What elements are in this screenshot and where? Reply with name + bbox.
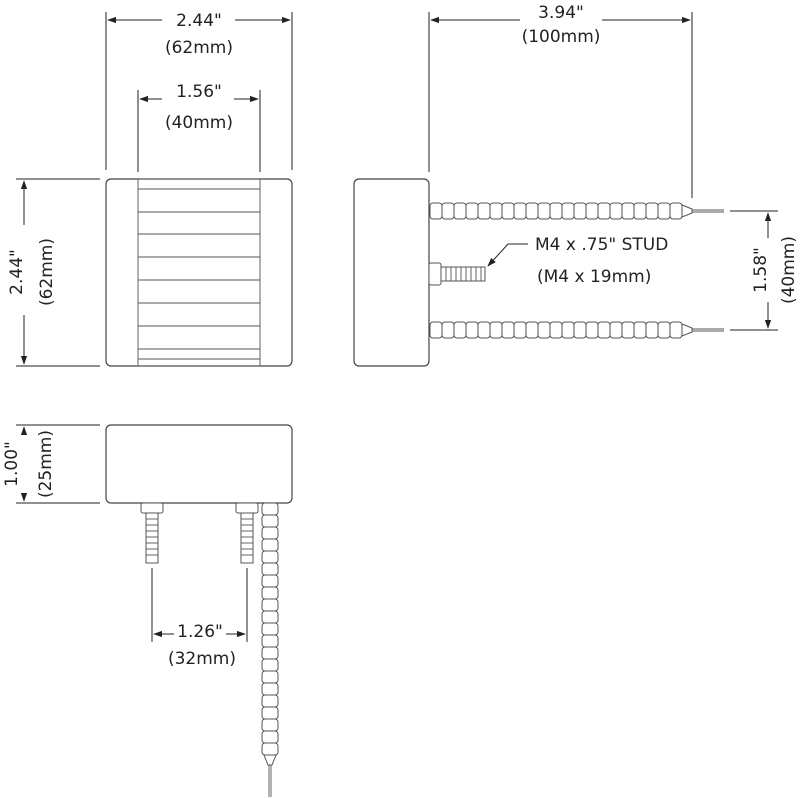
side-upper-lead: [429, 202, 724, 220]
stud-label: M4 x .75" STUD: [535, 235, 668, 255]
stud-label-mm: (M4 x 19mm): [537, 267, 651, 287]
top-width-mm: (62mm): [165, 38, 233, 58]
front-height-in: 1.00": [2, 441, 22, 487]
stud-spacing-in: 1.26": [177, 622, 223, 642]
front-right-stud: [235, 502, 259, 564]
side-length-mm: (100mm): [522, 27, 601, 47]
top-height-mm: (62mm): [37, 238, 57, 306]
side-stud: [428, 262, 486, 286]
top-view: 2.44" (62mm) 1.56" (40mm) 2.44" (62mm): [7, 11, 293, 367]
front-left-stud: [140, 502, 164, 564]
top-view-fin-area: [137, 178, 261, 367]
lead-spacing-in: 1.58": [751, 247, 771, 293]
front-view: 1.00" (25mm) 1.26" (32mm): [2, 424, 293, 797]
front-view-body: [105, 424, 293, 504]
side-lower-lead: [429, 321, 724, 339]
stud-spacing-mm: (32mm): [168, 649, 236, 669]
lead-spacing-mm: (40mm): [779, 236, 799, 304]
top-inner-in: 1.56": [176, 82, 222, 102]
front-height-mm: (25mm): [36, 430, 56, 498]
top-inner-mm: (40mm): [165, 113, 233, 133]
side-length-in: 3.94": [538, 3, 584, 23]
front-lead: [261, 502, 279, 797]
top-view-fins: [138, 188, 260, 360]
top-view-body: [105, 178, 293, 367]
side-view-body: [353, 178, 430, 367]
top-width-in: 2.44": [176, 11, 222, 31]
side-view: M4 x .75" STUD (M4 x 19mm) 3.94" (100mm)…: [353, 3, 799, 367]
top-height-in: 2.44": [7, 249, 27, 295]
